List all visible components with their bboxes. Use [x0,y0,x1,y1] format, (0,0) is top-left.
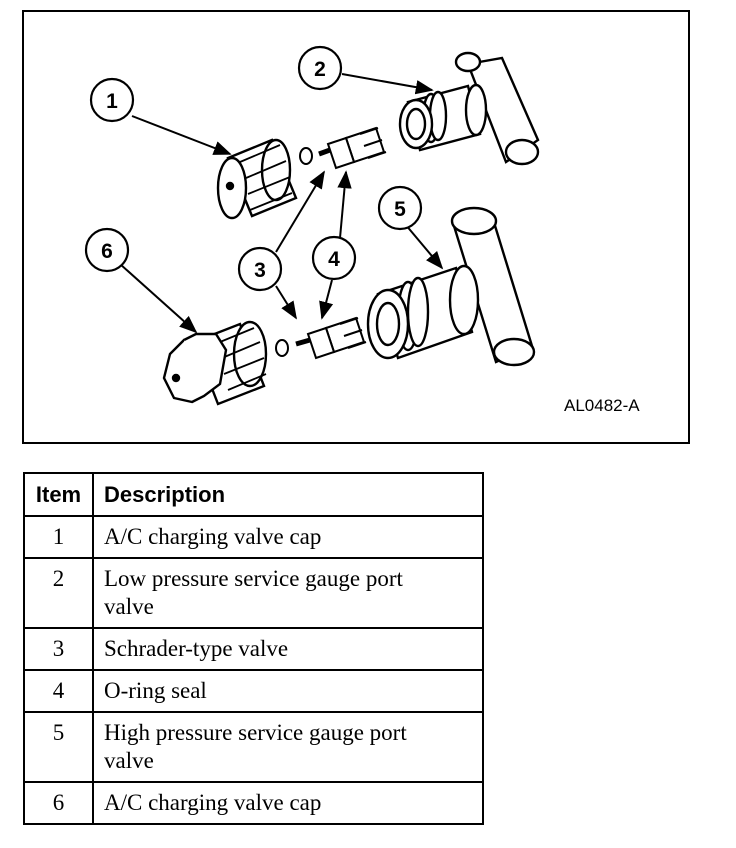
figure-id-label: AL0482-A [564,396,640,415]
table-row: 3 Schrader-type valve [23,627,484,671]
callout-circle-4: 4 [311,235,357,281]
valve-illustration: 1 2 3 4 5 6 [84,45,540,406]
lower-charging-valve-cap [162,320,268,406]
table-row: 5 High pressure service gauge port valve [23,711,484,783]
callout-circle-2: 2 [297,45,343,91]
table-row: 4 O-ring seal [23,669,484,713]
callout-number: 5 [394,198,406,221]
callout-circle-6: 6 [84,227,130,273]
exploded-view-figure: 1 2 3 4 5 6 AL0482-A [22,10,690,444]
callout-number: 4 [328,248,340,271]
item-number: 6 [23,781,94,825]
item-description: Schrader-type valve [92,627,484,671]
low-pressure-line-pipe [454,51,540,166]
header-description: Description [92,472,484,517]
low-pressure-port-valve [398,83,488,152]
legend-header-row: Item Description [23,472,484,517]
callout-number: 6 [101,240,113,263]
item-description: Low pressure service gauge port valve [92,557,484,629]
item-number: 2 [23,557,94,629]
callout-number: 3 [254,259,266,282]
callout-number: 2 [314,58,326,81]
lower-schrader-valve [275,316,367,360]
item-description: O-ring seal [92,669,484,713]
table-row: 6 A/C charging valve cap [23,781,484,825]
legend-table: Item Description 1 A/C charging valve ca… [23,472,484,825]
item-description: A/C charging valve cap [92,515,484,559]
upper-charging-valve-cap [216,138,298,220]
leader-lines [119,73,444,334]
item-number: 5 [23,711,94,783]
callout-circle-5: 5 [377,185,423,231]
header-item: Item [23,472,94,517]
high-pressure-port-valve [366,264,480,360]
item-description: High pressure service gauge port valve [92,711,484,783]
callout-number: 1 [106,90,118,113]
callout-circle-3: 3 [237,246,283,292]
upper-schrader-valve [299,126,387,170]
item-number: 4 [23,669,94,713]
table-row: 2 Low pressure service gauge port valve [23,557,484,629]
high-pressure-line-pipe [450,206,536,367]
item-description: A/C charging valve cap [92,781,484,825]
table-row: 1 A/C charging valve cap [23,515,484,559]
item-number: 1 [23,515,94,559]
item-number: 3 [23,627,94,671]
callout-circle-1: 1 [89,77,135,123]
